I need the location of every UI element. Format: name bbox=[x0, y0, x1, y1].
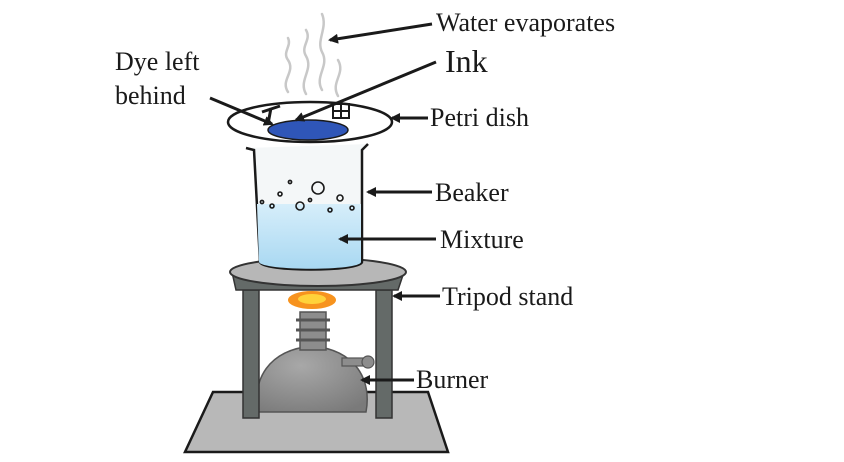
arrow-dye-left-behind bbox=[209, 96, 274, 126]
label-arrows bbox=[209, 22, 440, 385]
ink-pool bbox=[267, 119, 349, 141]
arrow-water-evaporates bbox=[328, 22, 433, 44]
arrow-ink bbox=[294, 60, 437, 122]
label-beaker: Beaker bbox=[435, 178, 509, 207]
label-ink: Ink bbox=[445, 43, 488, 79]
label-mixture: Mixture bbox=[440, 225, 524, 254]
burner bbox=[256, 311, 375, 413]
steam-wisps bbox=[284, 12, 342, 98]
label-dye-left-line1: Dye left bbox=[115, 47, 200, 76]
label-burner: Burner bbox=[416, 365, 489, 394]
beaker bbox=[245, 143, 369, 271]
label-tripod-stand: Tripod stand bbox=[442, 282, 573, 311]
flame bbox=[288, 291, 336, 309]
mixture-liquid bbox=[257, 204, 361, 269]
label-dye-left-line2: behind bbox=[115, 81, 186, 110]
bubbles bbox=[259, 179, 355, 213]
label-water-evaporates: Water evaporates bbox=[436, 8, 615, 37]
petri-dish bbox=[226, 100, 394, 144]
label-petri-dish: Petri dish bbox=[430, 103, 529, 132]
dye-residue-right bbox=[332, 103, 350, 119]
